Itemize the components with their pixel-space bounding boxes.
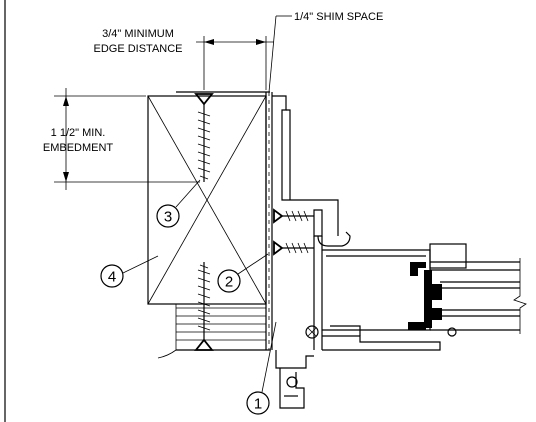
glazing-bead-top <box>410 262 426 276</box>
glazing-bead-bottom <box>408 322 426 330</box>
wood-buck <box>147 91 270 351</box>
shim-space-label: 1/4" SHIM SPACE <box>294 11 383 23</box>
substrate-hatch <box>157 307 266 359</box>
embedment-dimension: 1 1/2" MIN. EMBEDMENT <box>43 88 200 190</box>
screw-bottom <box>194 262 214 351</box>
screw-top <box>194 93 214 182</box>
edge-distance-label-1: 3/4" MINIMUM <box>102 28 174 40</box>
edge-distance-label-2: EDGE DISTANCE <box>93 43 182 55</box>
svg-text:2: 2 <box>225 274 233 291</box>
svg-text:4: 4 <box>108 269 116 286</box>
shim-space <box>265 92 273 350</box>
shim-space-leader: 1/4" SHIM SPACE <box>268 11 383 93</box>
glazing-unit <box>408 243 527 337</box>
window-frame <box>272 95 441 409</box>
frame-screw-upper <box>273 208 314 224</box>
svg-text:3: 3 <box>164 209 172 226</box>
edge-distance-dimension: 3/4" MINIMUM EDGE DISTANCE <box>93 28 274 90</box>
embedment-label-1: 1 1/2" MIN. <box>51 127 106 139</box>
callout-3: 3 <box>156 179 201 228</box>
frame-screw-lower <box>273 240 314 256</box>
callout-2: 2 <box>217 253 269 293</box>
callout-4: 4 <box>100 255 159 288</box>
callout-1: 1 <box>246 321 277 415</box>
svg-text:1: 1 <box>254 396 262 413</box>
embedment-label-2: EMBEDMENT <box>43 142 114 154</box>
